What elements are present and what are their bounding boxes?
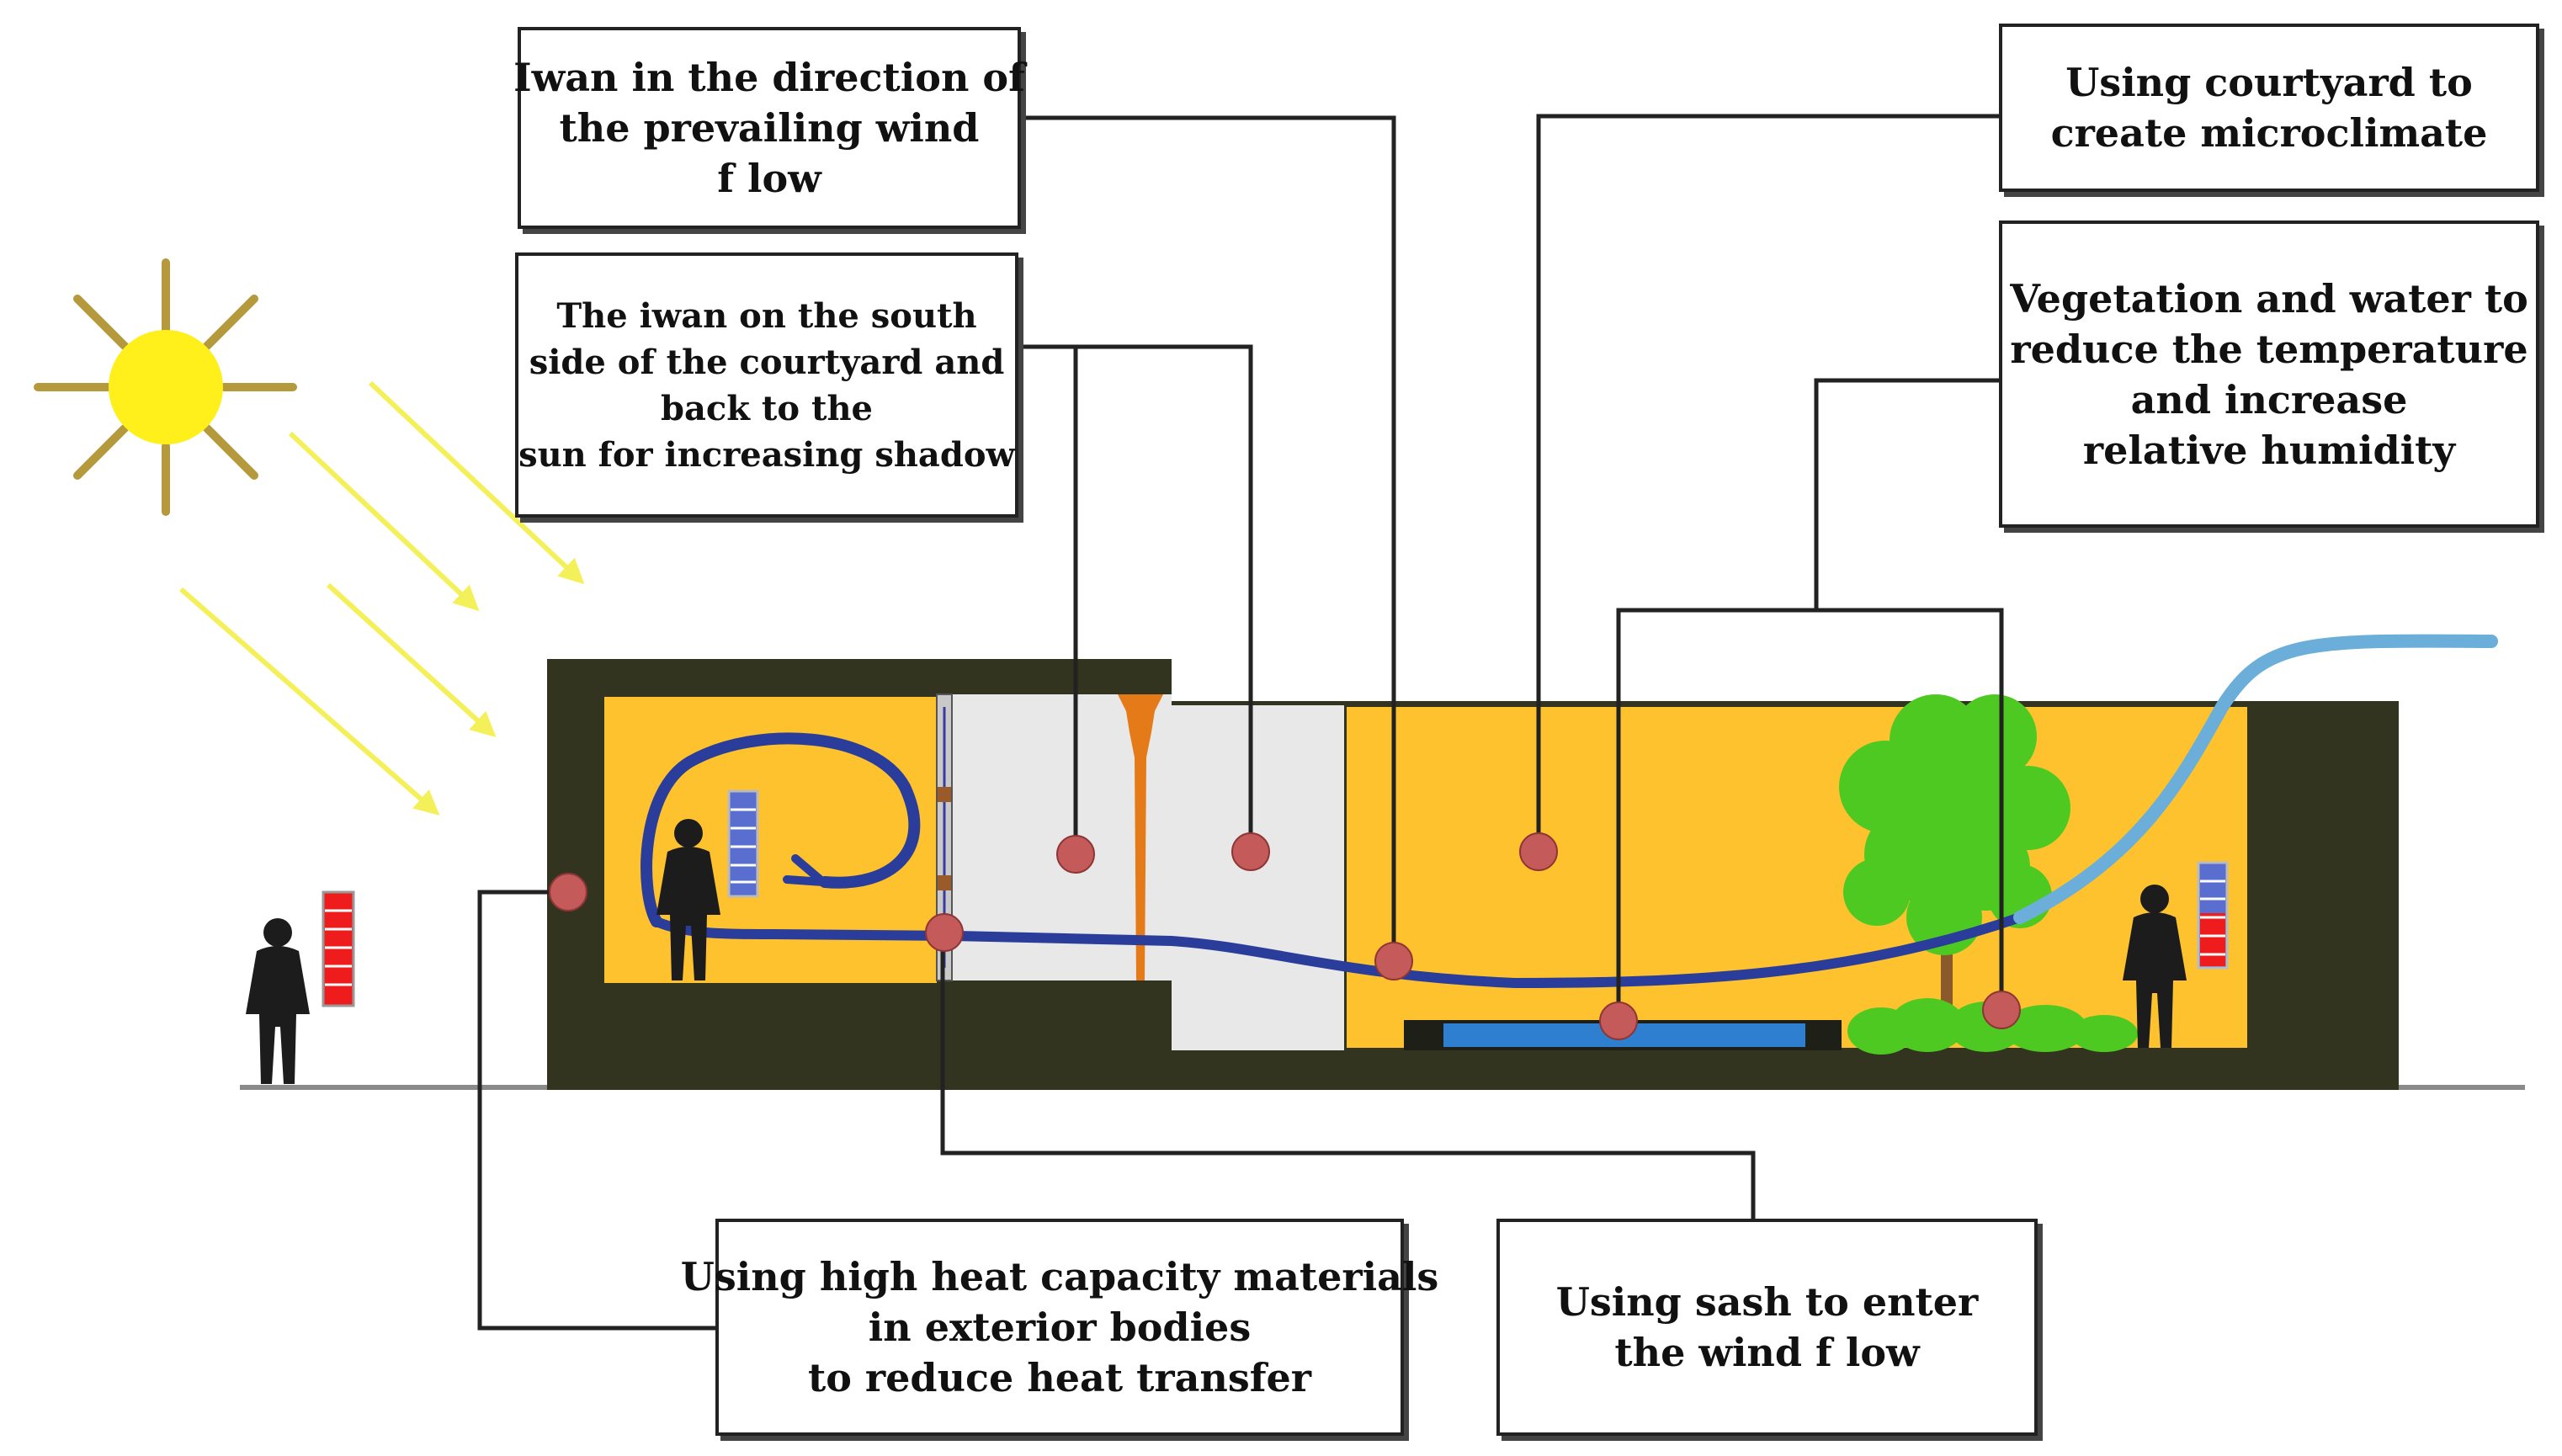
person-icon	[2123, 885, 2187, 1048]
sun-beams-icon	[179, 380, 585, 816]
courtyard-space	[1347, 707, 2247, 1048]
marker-iwan-wind	[1374, 942, 1413, 980]
callout-line: Using courtyard to	[2065, 60, 2473, 105]
column-icon	[1118, 694, 1163, 980]
callout-line: in exterior bodies	[868, 1305, 1252, 1350]
thermometer-icon	[2197, 861, 2229, 970]
callout-iwan-south: The iwan on the south side of the courty…	[515, 252, 1018, 518]
wind-flow-icon	[640, 634, 2498, 989]
callout-line: The iwan on the south	[556, 295, 977, 336]
marker-courtyard	[1519, 832, 1558, 871]
marker-sash	[925, 913, 964, 952]
marker-vegetation	[1982, 991, 2021, 1029]
callout-heat-capacity: Using high heat capacity materials in ex…	[681, 1219, 1438, 1436]
iwan-space-lower	[1172, 705, 1344, 1050]
callout-line: to reduce heat transfer	[807, 1355, 1312, 1400]
thermometer-icon	[322, 890, 355, 1007]
callout-line: create microclimate	[2050, 110, 2488, 156]
callout-line: back to the	[661, 388, 873, 428]
callout-line: Using sash to enter	[1555, 1279, 1979, 1325]
marker-pool	[1599, 1002, 1638, 1040]
callout-line: reduce the temperature	[2010, 326, 2528, 372]
leader-iwan-south-2	[1076, 344, 1253, 852]
marker-heat-capacity	[549, 873, 587, 911]
callout-line: f low	[717, 156, 821, 201]
tree-icon	[1839, 694, 2138, 1055]
callout-line: the prevailing wind	[559, 105, 980, 151]
callout-line: the wind f low	[1614, 1330, 1920, 1375]
callout-line: relative humidity	[2082, 427, 2456, 473]
person-icon	[246, 918, 310, 1084]
leader-vegetation-split	[1616, 608, 2004, 1021]
callout-markers	[549, 832, 2021, 1040]
person-icon	[656, 819, 720, 980]
sun-icon	[34, 258, 297, 516]
leader-iwan-wind	[1020, 115, 1396, 961]
marker-iwan-south-1	[1056, 835, 1095, 874]
leader-lines	[477, 114, 2004, 1331]
thermometer-icon	[727, 789, 759, 898]
callout-line: sun for increasing shadow	[518, 434, 1015, 475]
leader-heat-capacity	[477, 890, 715, 1331]
callout-line: side of the courtyard and	[529, 342, 1005, 382]
callout-line: Iwan in the direction of	[513, 55, 1025, 100]
leader-courtyard	[1536, 114, 1999, 852]
callout-line: and increase	[2130, 376, 2408, 422]
leader-vegetation	[1814, 378, 1999, 610]
callout-sash: Using sash to enter the wind f low	[1496, 1219, 2038, 1436]
marker-iwan-south-2	[1231, 832, 1270, 871]
callout-iwan-wind: Iwan in the direction of the prevailing …	[513, 27, 1025, 229]
leader-sash	[940, 934, 1756, 1219]
callout-line: Vegetation and water to	[2010, 275, 2528, 321]
callout-courtyard: Using courtyard to create microclimate	[1999, 24, 2539, 192]
callout-vegetation: Vegetation and water to reduce the tempe…	[1999, 221, 2539, 528]
callout-line: Using high heat capacity materials	[680, 1254, 1439, 1299]
